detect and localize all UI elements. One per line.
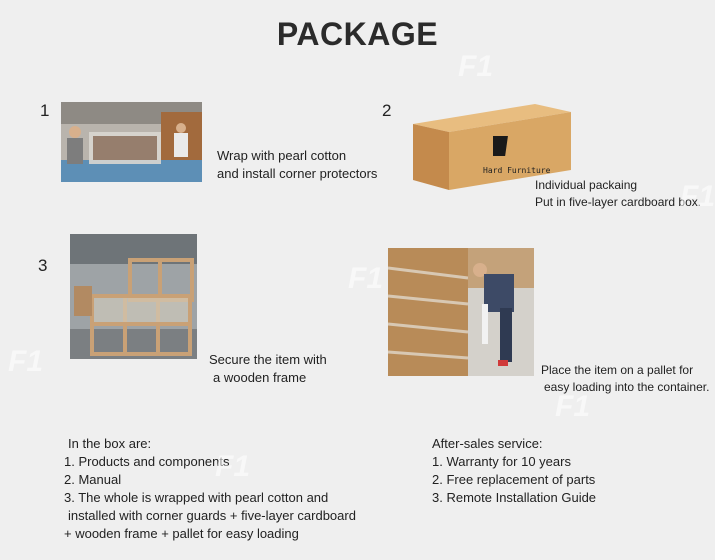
list-item: 1. Products and components <box>64 454 230 469</box>
in-box-list: In the box are: 1. Products and componen… <box>64 435 356 543</box>
watermark-logo-icon: F1 <box>348 262 384 295</box>
watermark-logo-icon: F1 <box>555 390 591 423</box>
after-sales-list: After-sales service: 1. Warranty for 10 … <box>432 435 596 507</box>
watermark-logo-icon: F1 <box>215 450 251 483</box>
watermark-logo-icon: F1 <box>680 180 715 213</box>
step-3-photo-wooden-frame <box>70 234 197 359</box>
step-1-photo-wrapping <box>61 102 202 182</box>
page-title: PACKAGE <box>276 16 439 52</box>
box-brand-label: Hard Furniture <box>483 166 551 175</box>
step-3-caption: Secure the item with a wooden frame <box>209 352 327 385</box>
in-box-heading: In the box are: <box>68 436 152 451</box>
step-2-number: 2 <box>382 101 392 120</box>
list-item: 3. Remote Installation Guide <box>432 490 597 505</box>
list-item: 2. Manual <box>64 472 122 487</box>
list-item: 1. Warranty for 10 years <box>432 454 571 469</box>
step-4-photo-pallet <box>388 248 534 376</box>
step-1-number: 1 <box>40 101 50 120</box>
watermark-logo-icon: F1 <box>8 345 44 378</box>
step-3-number: 3 <box>38 256 48 275</box>
list-item: + wooden frame + pallet for easy loading <box>64 526 299 541</box>
list-item: 3. The whole is wrapped with pearl cotto… <box>64 490 329 505</box>
step-1-caption: Wrap with pearl cotton and install corne… <box>217 148 378 181</box>
step-2-cardboard-box: Hard Furniture <box>395 100 575 192</box>
list-item: installed with corner guards + five-laye… <box>68 508 356 523</box>
watermark-logo-icon: F1 <box>458 50 494 83</box>
step-4-caption: Place the item on a pallet for easy load… <box>541 363 710 394</box>
list-item: 2. Free replacement of parts <box>432 472 596 487</box>
step-2-caption: Individual packaing Put in five-layer ca… <box>535 178 702 209</box>
after-sales-heading: After-sales service: <box>432 436 543 451</box>
